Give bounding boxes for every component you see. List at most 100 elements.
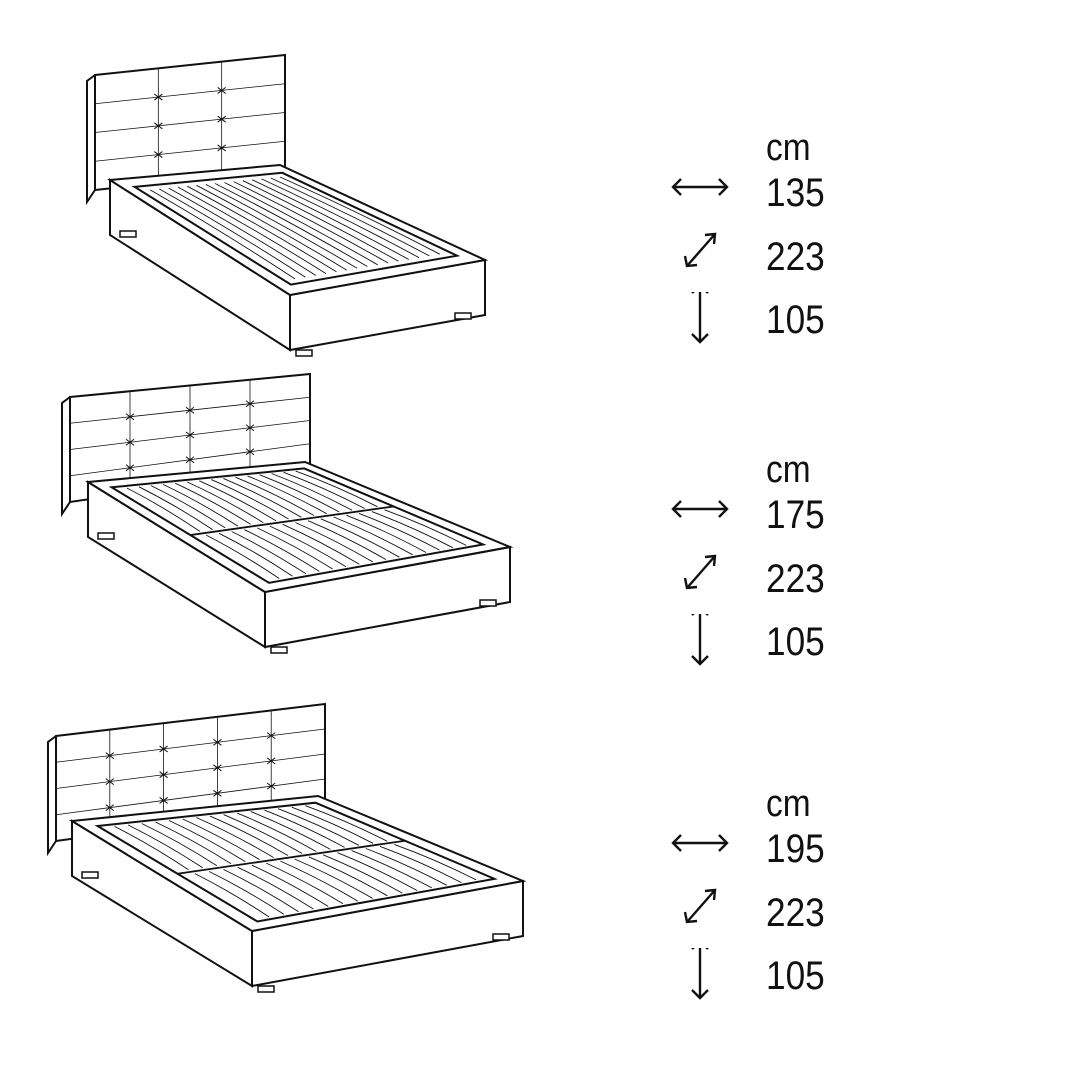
slat bbox=[237, 813, 316, 851]
slat-divider bbox=[178, 841, 405, 874]
horizontal-double-arrow-icon bbox=[665, 487, 733, 547]
slat bbox=[223, 869, 298, 911]
headboard-seam bbox=[95, 141, 285, 161]
height-value: 105 bbox=[766, 298, 825, 342]
slat bbox=[206, 535, 279, 578]
slat bbox=[187, 482, 263, 523]
height-row: 105 bbox=[665, 948, 945, 998]
slat bbox=[163, 484, 238, 526]
slat bbox=[280, 177, 440, 254]
base-top bbox=[110, 165, 485, 295]
slat bbox=[155, 822, 231, 864]
unit-label: cm bbox=[766, 783, 811, 825]
slat bbox=[232, 532, 306, 574]
slat bbox=[266, 863, 343, 904]
slat bbox=[159, 189, 305, 277]
slat-frame bbox=[135, 173, 458, 285]
width-value: 175 bbox=[766, 493, 825, 537]
headboard-side bbox=[48, 736, 56, 853]
vertical-double-arrow-icon bbox=[665, 292, 733, 352]
length-value: 223 bbox=[766, 891, 825, 935]
slat bbox=[292, 807, 373, 843]
tuft-button bbox=[218, 145, 226, 151]
slat bbox=[224, 815, 303, 854]
tuft-button bbox=[267, 783, 275, 789]
slat bbox=[223, 478, 301, 517]
dimension-specs-2: cm 175 223 105 bbox=[665, 352, 945, 692]
tuft-button bbox=[160, 746, 168, 752]
headboard-seam bbox=[56, 779, 325, 815]
slat bbox=[238, 867, 314, 909]
slat bbox=[234, 182, 388, 263]
slat bbox=[248, 476, 327, 514]
height-row: 105 bbox=[665, 292, 945, 342]
bed-foot bbox=[98, 533, 114, 539]
vertical-double-arrow-icon bbox=[665, 948, 733, 1008]
slat bbox=[352, 851, 432, 888]
bed-variant-1: cm 135 223 105 bbox=[0, 30, 1080, 370]
slat bbox=[224, 183, 377, 265]
headboard-seam bbox=[56, 754, 325, 789]
slat bbox=[211, 480, 288, 519]
slat bbox=[265, 810, 345, 847]
slat bbox=[196, 818, 273, 858]
width-row: 135 bbox=[665, 165, 945, 215]
length-value: 223 bbox=[766, 557, 825, 601]
slat bbox=[169, 188, 316, 275]
dimension-specs-1: cm 135 223 105 bbox=[665, 30, 945, 370]
tuft-button bbox=[213, 765, 221, 771]
slat bbox=[284, 472, 365, 508]
tuft-button bbox=[246, 449, 254, 455]
length-row: 223 bbox=[665, 229, 945, 279]
slat bbox=[252, 865, 328, 906]
slat bbox=[272, 474, 352, 511]
tuft-button bbox=[186, 457, 194, 463]
slat bbox=[209, 872, 284, 915]
slat bbox=[169, 821, 245, 862]
tuft-button bbox=[246, 425, 254, 431]
slat-frame bbox=[112, 468, 483, 582]
tuft-button bbox=[213, 739, 221, 745]
slat bbox=[210, 816, 288, 855]
slat bbox=[244, 530, 319, 572]
slat bbox=[334, 517, 413, 555]
slat bbox=[271, 178, 430, 256]
length-row: 223 bbox=[665, 885, 945, 935]
slat bbox=[372, 512, 453, 548]
diagonal-double-arrow-icon bbox=[665, 551, 733, 611]
horizontal-double-arrow-icon bbox=[665, 821, 733, 881]
bed-variant-3: cm 195 223 105 bbox=[0, 686, 1080, 1026]
slat-frame bbox=[98, 803, 495, 922]
slat bbox=[115, 826, 189, 869]
tuft-button bbox=[213, 790, 221, 796]
slat-divider bbox=[190, 506, 393, 535]
slat bbox=[139, 487, 213, 530]
slat bbox=[295, 859, 373, 898]
width-row: 195 bbox=[665, 821, 945, 871]
bed-drawing-3 bbox=[40, 686, 560, 1026]
tuft-button bbox=[186, 432, 194, 438]
tuft-button bbox=[186, 407, 194, 413]
tuft-button bbox=[154, 123, 162, 129]
slat bbox=[278, 809, 359, 846]
slat bbox=[296, 471, 378, 507]
height-row: 105 bbox=[665, 614, 945, 664]
slat bbox=[243, 181, 399, 262]
slat bbox=[359, 513, 440, 550]
length-row: 223 bbox=[665, 551, 945, 601]
tuft-button bbox=[267, 758, 275, 764]
bed-foot bbox=[258, 986, 274, 992]
tuft-button bbox=[126, 414, 134, 420]
bed-foot bbox=[271, 647, 287, 653]
slat bbox=[308, 521, 386, 560]
slat bbox=[337, 853, 417, 891]
slat bbox=[151, 486, 225, 528]
headboard-seam bbox=[56, 729, 325, 762]
slat bbox=[197, 185, 347, 270]
tuft-button bbox=[106, 805, 114, 811]
headboard-side bbox=[62, 397, 70, 514]
slat bbox=[323, 855, 402, 893]
tuft-button bbox=[154, 94, 162, 100]
slat bbox=[309, 857, 388, 896]
diagonal-double-arrow-icon bbox=[665, 885, 733, 945]
